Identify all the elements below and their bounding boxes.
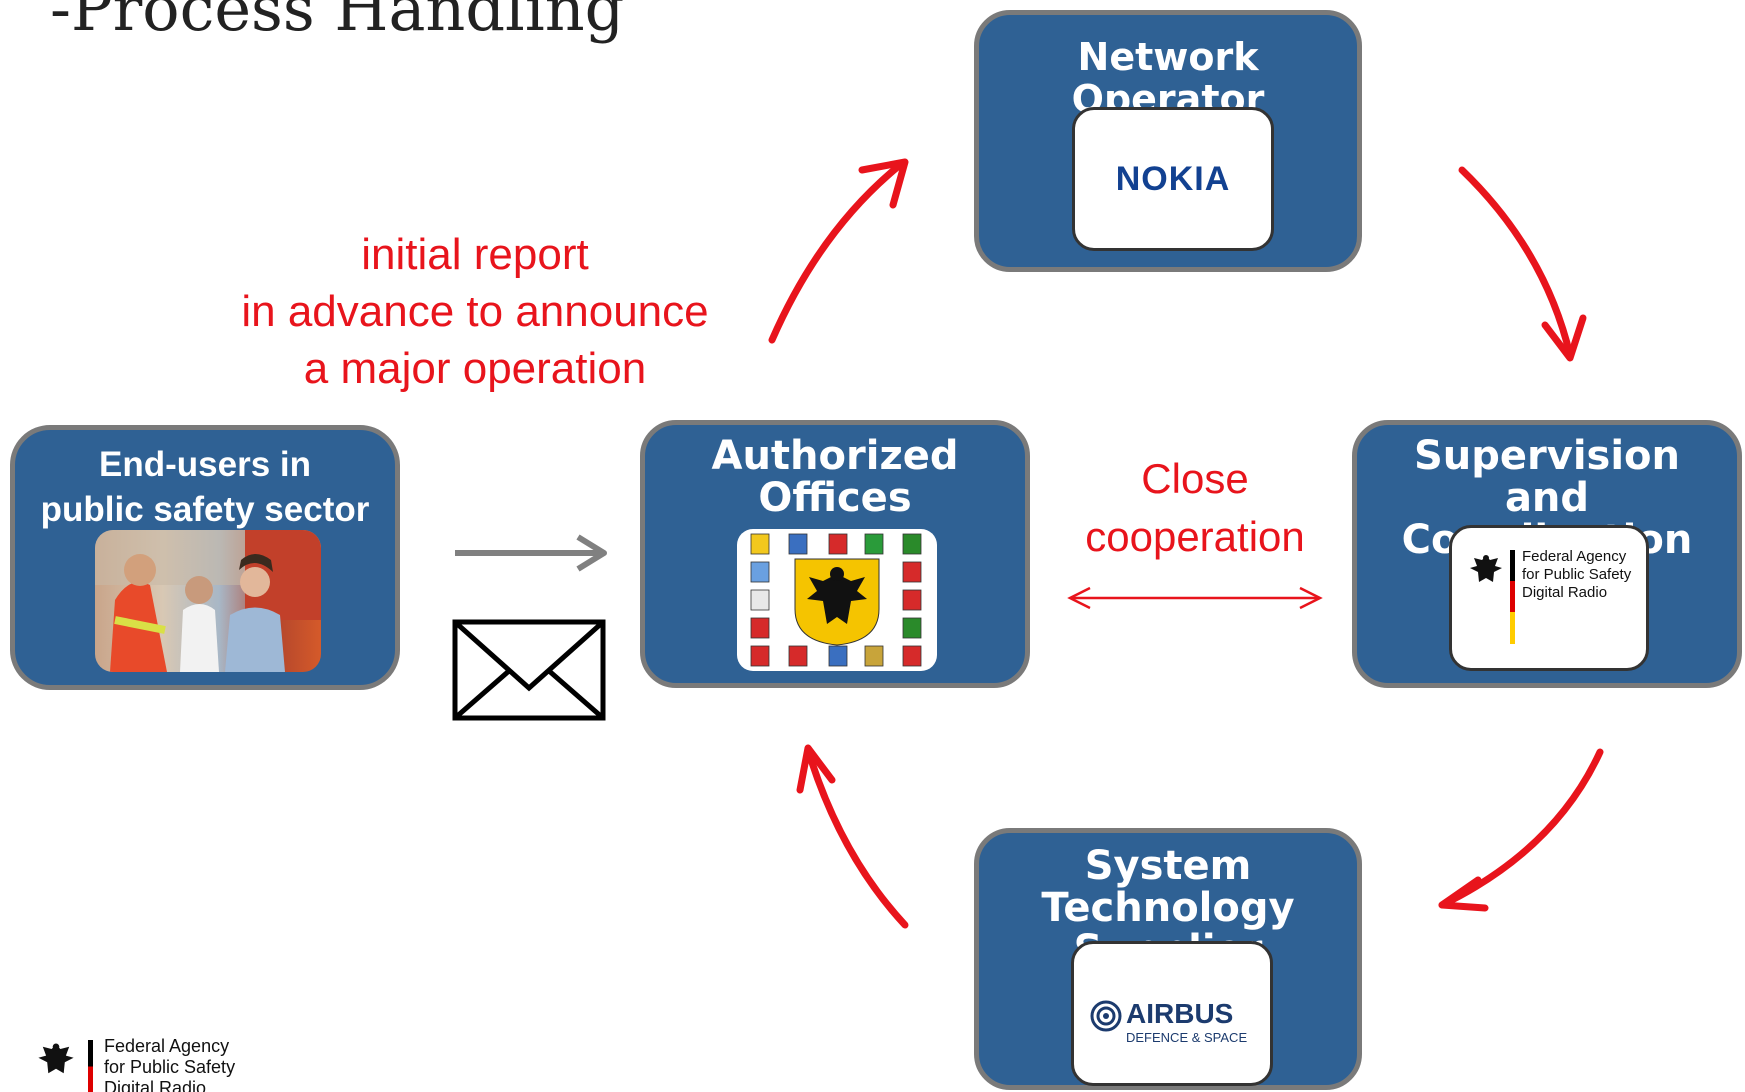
eagle-icon: [38, 1043, 74, 1074]
end-users-box: End-users in public safety sector: [10, 425, 400, 690]
envelope-icon: [452, 619, 606, 721]
rescue-workers-photo: [95, 530, 321, 672]
supervision-box: Supervision and Coordination Federal Age…: [1352, 420, 1742, 688]
eagle-icon: [1470, 555, 1502, 582]
authorized-offices-box: Authorized Offices: [640, 420, 1030, 688]
authorized-offices-title: Authorized Offices: [711, 433, 959, 521]
network-operator-box: Network Operator NOKIA: [974, 10, 1362, 272]
close-cooperation-note: Close cooperation: [1085, 455, 1305, 560]
page-title: -Process Handling: [50, 0, 625, 45]
arrow-to-network-operator: [768, 161, 904, 344]
agency-logo: Federal Agency for Public Safety Digital…: [1449, 525, 1649, 671]
nokia-logo: NOKIA: [1072, 107, 1274, 251]
arrow-to-supplier: [1438, 748, 1604, 909]
end-users-title: End-users in public safety sector: [40, 445, 370, 529]
initial-report-note: initial report in advance to announce a …: [241, 230, 709, 393]
arrow-to-authorized-offices: [804, 746, 909, 929]
airbus-swirl-icon: [1090, 1000, 1122, 1032]
footer-flag-stripe: [88, 1040, 93, 1092]
flag-stripe: [1510, 550, 1515, 644]
coat-of-arms-icon: [737, 529, 937, 671]
arrowhead-network-operator: [858, 158, 909, 209]
arrowhead-authorized-offices: [796, 744, 836, 794]
arrow-to-supervision: [1458, 166, 1574, 359]
footer-agency-logo: Federal Agency for Public Safety Digital…: [34, 1036, 274, 1092]
airbus-logo: AIRBUS DEFENCE & SPACE: [1071, 941, 1273, 1086]
supplier-box: System Technology Supplier AIRBUS DEFENC…: [974, 828, 1362, 1090]
arrowhead-supplier: [1438, 876, 1489, 912]
arrowhead-supervision: [1541, 314, 1587, 362]
end-users-photo: [95, 530, 321, 672]
